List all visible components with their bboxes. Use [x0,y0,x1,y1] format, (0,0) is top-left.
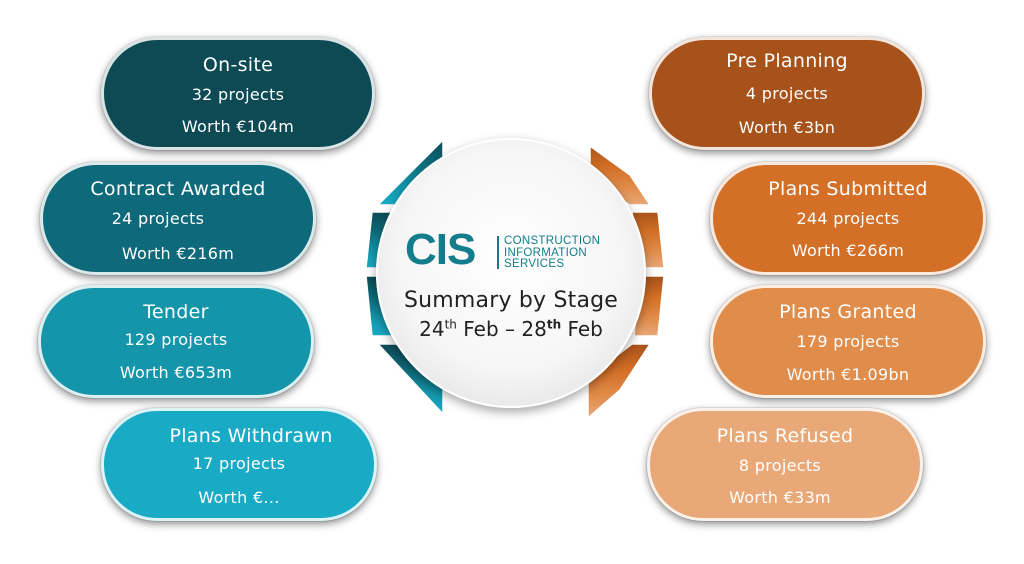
logo-line-1: CONSTRUCTION [504,235,601,247]
stage-worth: Worth €216m [121,244,235,263]
hub-date-range: 24th Feb – 28th Feb [376,317,646,341]
stage-plans-submitted: Plans Submitted 244 projects Worth €266m [710,162,986,275]
date-start-suffix: th [444,317,457,332]
stage-count: 24 projects [111,209,205,228]
stage-worth: Worth €... [198,488,280,507]
date-separator: – [505,317,516,341]
stage-count: 179 projects [796,332,900,351]
stage-plans-refused: Plans Refused 8 projects Worth €33m [647,408,923,521]
stage-title: Plans Granted [779,301,917,323]
stage-worth: Worth €3bn [738,118,836,137]
cis-logo: CIS [405,225,476,274]
stage-count: 8 projects [738,456,822,475]
stage-title: Plans Withdrawn [169,425,333,447]
stage-worth: Worth €266m [791,241,905,260]
date-start-day: 24 [419,317,445,341]
stage-worth: Worth €33m [729,488,831,507]
date-end-suffix: th [546,317,562,332]
stage-count: 244 projects [796,209,900,228]
date-end-day: 28 [521,317,547,341]
stage-worth: Worth €1.09bn [786,365,910,384]
summary-hub [376,138,646,408]
stage-contract-awarded: Contract Awarded 24 projects Worth €216m [40,162,316,275]
stage-worth: Worth €653m [119,363,233,382]
stage-title: On-site [202,54,274,76]
stage-title: Plans Refused [716,425,854,447]
stage-pre-planning: Pre Planning 4 projects Worth €3bn [649,37,925,150]
logo-line-2: INFORMATION [504,246,587,259]
stage-on-site: On-site 32 projects Worth €104m [101,37,375,150]
stage-title: Pre Planning [726,50,848,72]
logo-line-3: SERVICES [504,258,565,270]
stage-plans-withdrawn: Plans Withdrawn 17 projects Worth €... [101,408,377,521]
stage-count: 32 projects [191,85,285,104]
logo-divider [497,236,499,269]
stage-count: 17 projects [192,454,286,473]
stage-title: Plans Submitted [768,178,928,200]
stage-tender: Tender 129 projects Worth €653m [38,285,314,398]
date-start-month: Feb [463,317,499,341]
logo-wordmark: CONSTRUCTION INFORMATION SERVICES [504,235,601,271]
date-end-month: Feb [567,317,603,341]
stage-worth: Worth €104m [181,117,295,136]
stage-title: Tender [143,301,209,323]
stage-plans-granted: Plans Granted 179 projects Worth €1.09bn [710,285,986,398]
stage-count: 129 projects [124,330,228,349]
hub-title: Summary by Stage [403,288,619,313]
stage-count: 4 projects [745,84,829,103]
stage-title: Contract Awarded [90,178,266,200]
